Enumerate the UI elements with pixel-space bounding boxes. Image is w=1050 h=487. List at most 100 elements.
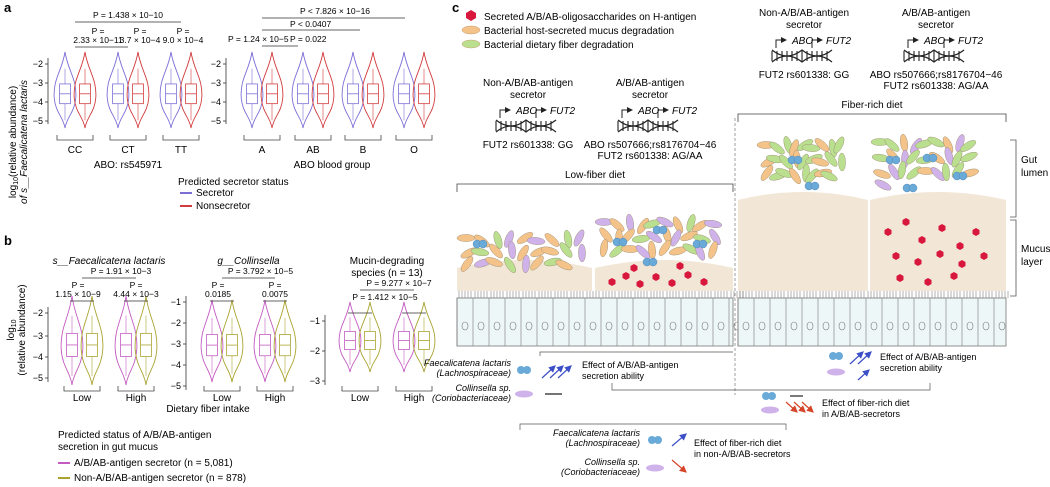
bacterium (599, 227, 613, 243)
label-corio: (Coriobacteriaceae) (432, 393, 511, 403)
block-title: A/B/AB-antigen (616, 78, 684, 89)
gene-abo: ABO (791, 36, 813, 47)
svg-text:Low-fiber diet: Low-fiber diet (565, 170, 625, 181)
bacterium (541, 246, 559, 256)
bacterium (680, 230, 698, 242)
bacterium (563, 229, 573, 249)
bacterium (526, 237, 546, 245)
bacterium (609, 218, 625, 232)
bacterium (470, 247, 490, 257)
violin-non-secretor (220, 299, 244, 383)
antigen (924, 278, 932, 286)
gene-fut2: FUT2 (958, 36, 983, 47)
violin-nonsecretor (179, 51, 203, 129)
label-lachno: (Lachnospiraceae) (436, 368, 511, 378)
svg-text:P < 0.0407: P < 0.0407 (290, 19, 331, 29)
panel-b-legend: A/B/AB-antigen secretor (n = 5,081)Non-A… (58, 458, 246, 484)
panel-b: b log10 (relative abundance) s__Faecalic… (4, 233, 436, 484)
y-tick-label: −1 (171, 297, 181, 307)
y-tick-label: −3 (211, 78, 221, 88)
bacterium (906, 149, 920, 165)
legend-label: Nonsecretor (196, 201, 251, 212)
y-tick-label: −5 (33, 373, 43, 383)
panel-c: c Secreted A/B/AB-oligosaccharides on H-… (424, 0, 1050, 477)
svg-text:P =: P = (134, 26, 147, 36)
antigen (936, 250, 944, 258)
bacterium (670, 229, 682, 247)
label-effect-secretion-right: Effect of A/B/AB-antigen (880, 352, 976, 362)
panel-b-legend-title-1: Predicted status of A/B/AB-antigen (58, 430, 211, 441)
svg-text:layer: layer (1021, 257, 1043, 268)
panel-a: a log10(relative abundance) of s__Faecal… (4, 0, 436, 212)
bacteria-swatch (461, 39, 481, 49)
y-tick-label: −3 (310, 376, 320, 386)
pvalue-top: P = 3.792 × 10−5 (228, 266, 294, 276)
bacterium (672, 216, 684, 234)
bacterium (517, 244, 529, 262)
antigen (950, 272, 958, 280)
bacterium (493, 231, 503, 249)
gene-abo: ABO (923, 36, 945, 47)
svg-text:log10(relative abundance): log10(relative abundance) (8, 86, 20, 198)
bacterium (944, 147, 954, 165)
x-group-label: Low (351, 393, 370, 404)
pvalue-low: 1.15 × 10−9 (55, 289, 101, 299)
violin-secretor (159, 51, 183, 129)
antigen (896, 274, 904, 282)
label-effect-fiber-sec: Effect of fiber-rich diet (822, 398, 910, 408)
bacterium (789, 168, 801, 184)
y-tick-label: −4 (211, 97, 221, 107)
bacterium (951, 150, 963, 168)
bacterium (833, 136, 845, 154)
panel-b-legend-title-2: secretion in gut mucus (58, 442, 158, 453)
hexagon-swatch (466, 10, 476, 21)
svg-text:log10: log10 (6, 319, 18, 340)
violin-nonsecretor (126, 51, 150, 129)
panel-b-xlabel: Dietary fiber intake (166, 404, 250, 415)
violin-secretor (53, 51, 77, 129)
pval-left-top: P = 1.438 × 10−10 (93, 10, 163, 20)
bacterium (658, 240, 672, 256)
bacterium (573, 229, 585, 247)
subplot-title: g__Collinsella (217, 256, 280, 267)
legend-label: Secreted A/B/AB-oligosaccharides on H-an… (484, 12, 696, 23)
bacterium (900, 133, 908, 153)
bacterium (955, 134, 965, 152)
x-group-label: Low (213, 393, 232, 404)
svg-text:(relative abundance): (relative abundance) (17, 284, 28, 375)
svg-text:P = 1.24 × 10−5: P = 1.24 × 10−5 (228, 34, 289, 44)
violin-secretor (341, 51, 365, 129)
violin-non-secretor (80, 295, 104, 386)
svg-text:P = 0.022: P = 0.022 (290, 34, 327, 44)
gut-illustration (456, 133, 1009, 347)
svg-text:P =: P = (177, 26, 190, 36)
bacterium (927, 136, 945, 148)
violin-secretor (60, 295, 84, 386)
epithelium (456, 297, 734, 347)
violin-secretor (253, 299, 277, 383)
label-effect-secretion: secretion ability (582, 371, 645, 381)
antigen (938, 224, 946, 232)
bacterium (708, 241, 718, 259)
subplot-2: g__Collinsella−1−2−3−4−5P = 3.792 × 10−5… (171, 256, 297, 404)
low-fiber-bracket: Low-fiber diet (456, 170, 734, 192)
svg-text:lumen: lumen (1021, 168, 1048, 179)
legend-label: Secretor (196, 188, 234, 199)
bacterium (703, 219, 723, 229)
antigen (980, 252, 988, 260)
bacterium (960, 151, 978, 163)
svg-text:P =: P = (269, 280, 282, 290)
panel-c-legend: Secreted A/B/AB-oligosaccharides on H-an… (461, 10, 696, 51)
panel-b-ylabel: log10 (relative abundance) (6, 284, 28, 375)
bacterium (456, 234, 476, 242)
bacterium (686, 214, 696, 232)
bacterium (559, 242, 573, 258)
svg-text:P =: P = (92, 26, 105, 36)
antigen (700, 278, 708, 286)
violin-secretor (114, 295, 138, 386)
block-title: Non-A/B/AB-antigen (483, 78, 573, 89)
violin-nonsecretor (311, 51, 335, 129)
